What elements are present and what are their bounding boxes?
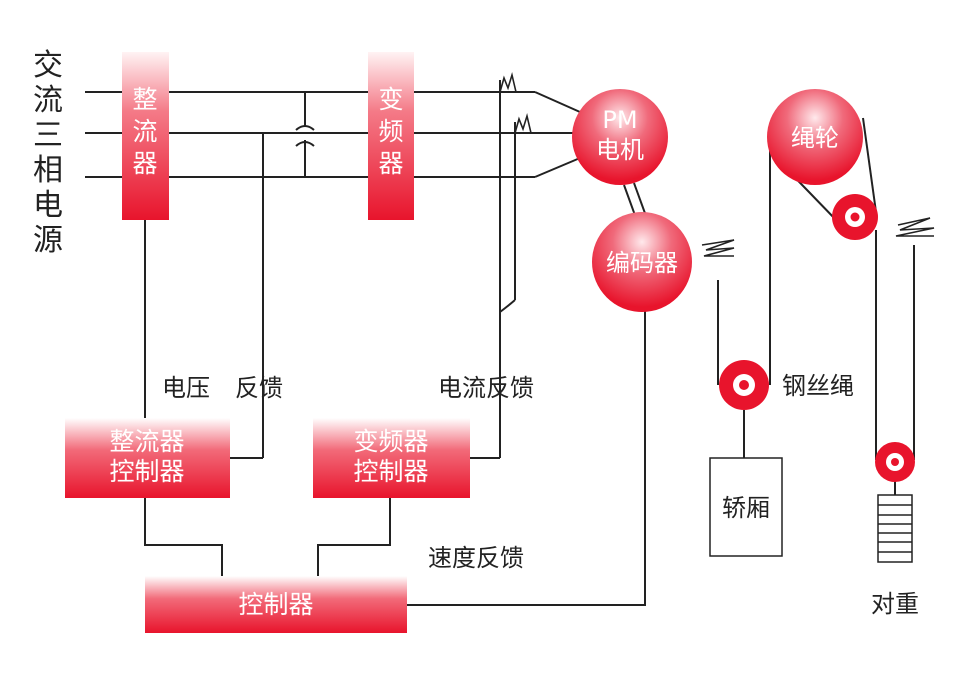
rectifier-label: 整 流 器 bbox=[132, 85, 157, 178]
svg-text:电机: 电机 bbox=[596, 136, 644, 164]
counterweight-label: 对重 bbox=[871, 590, 919, 618]
svg-text:变频器: 变频器 bbox=[353, 427, 428, 456]
svg-text:电: 电 bbox=[33, 188, 63, 223]
motor-label: PM 电机 bbox=[596, 106, 644, 164]
deflector-pulley bbox=[832, 194, 878, 240]
counterweight-stack bbox=[877, 494, 913, 563]
wire-rope-label: 钢丝绳 bbox=[782, 372, 854, 400]
voltage-label: 电压 bbox=[162, 374, 210, 402]
inverter-label: 变 频 器 bbox=[378, 85, 403, 178]
controller-label: 控制器 bbox=[238, 590, 313, 619]
rectifier-controller-label: 整流器 控制器 bbox=[109, 427, 184, 486]
sheave-label: 绳轮 bbox=[791, 124, 839, 152]
svg-text:器: 器 bbox=[132, 149, 157, 178]
controller-block bbox=[145, 576, 407, 633]
speed-feedback-label: 速度反馈 bbox=[428, 544, 524, 572]
svg-text:控制器: 控制器 bbox=[353, 457, 428, 486]
break-marks bbox=[499, 71, 935, 257]
svg-text:变: 变 bbox=[378, 85, 403, 114]
pm-motor-circle bbox=[572, 89, 668, 185]
counterweight-pulley bbox=[875, 442, 915, 482]
svg-text:流: 流 bbox=[33, 83, 63, 118]
svg-text:相: 相 bbox=[33, 153, 63, 188]
svg-text:PM: PM bbox=[602, 106, 637, 134]
inverter-controller-block bbox=[313, 418, 470, 498]
rectifier-block bbox=[122, 52, 169, 220]
current-feedback-label: 电流反馈 bbox=[438, 374, 534, 402]
sheave-circle bbox=[767, 89, 863, 185]
svg-text:器: 器 bbox=[378, 149, 403, 178]
svg-text:流: 流 bbox=[132, 117, 157, 146]
encoder-label: 编码器 bbox=[606, 249, 678, 277]
svg-text:控制器: 控制器 bbox=[109, 457, 184, 486]
car-box bbox=[709, 457, 783, 557]
svg-text:三: 三 bbox=[33, 118, 63, 153]
car-pulley bbox=[719, 360, 769, 410]
svg-text:整: 整 bbox=[132, 85, 157, 114]
inverter-controller-label: 变频器 控制器 bbox=[353, 427, 428, 486]
svg-text:源: 源 bbox=[33, 223, 63, 258]
car-label: 轿厢 bbox=[722, 494, 770, 522]
power-source-label: 交 流 三 相 电 源 bbox=[33, 48, 63, 258]
svg-text:整流器: 整流器 bbox=[109, 427, 184, 456]
voltage-feedback-label: 反馈 bbox=[235, 374, 283, 402]
encoder-circle bbox=[592, 212, 692, 312]
svg-text:频: 频 bbox=[378, 117, 403, 146]
rectifier-controller-block bbox=[65, 418, 230, 498]
inverter-block bbox=[368, 52, 414, 220]
wiring bbox=[85, 80, 915, 606]
svg-text:交: 交 bbox=[33, 48, 63, 83]
